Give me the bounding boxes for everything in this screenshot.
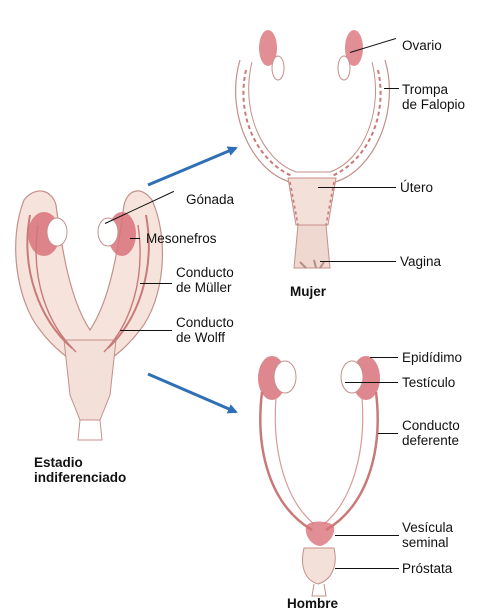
label-wolff-line1: Conducto	[176, 315, 234, 330]
label-mujer: Mujer	[290, 284, 326, 299]
leader-wolff	[120, 330, 172, 331]
label-vesicula-line2: seminal	[402, 535, 449, 550]
leader-deferente	[378, 433, 398, 434]
arrow-to-male	[148, 374, 236, 412]
prostate	[303, 548, 336, 584]
leader-vagina	[320, 261, 396, 262]
fallopian-tube-left	[243, 70, 292, 176]
label-gonada: Gónada	[186, 192, 234, 207]
leader-prostata	[335, 568, 399, 569]
label-trompa-line2: de Falopio	[402, 97, 465, 112]
seminal-vesicle	[306, 522, 334, 547]
testis-left	[274, 361, 296, 393]
label-estadio-line1: Estadio	[34, 455, 83, 470]
label-vesicula-line1: Vesícula	[402, 520, 453, 535]
label-ovario: Ovario	[402, 38, 442, 53]
label-vagina: Vagina	[400, 254, 441, 269]
label-muller-line1: Conducto	[176, 265, 234, 280]
male-drawing	[258, 356, 380, 596]
label-hombre: Hombre	[287, 596, 338, 611]
label-mesonefros: Mesonefros	[146, 231, 217, 246]
leader-testiculo	[345, 382, 398, 383]
label-prostata: Próstata	[402, 561, 452, 576]
label-utero: Útero	[400, 180, 433, 195]
label-estadio-line2: indiferenciado	[34, 470, 126, 485]
label-epididimo: Epidídimo	[402, 350, 462, 365]
fallopian-tube-right	[332, 70, 381, 176]
uterus	[288, 178, 336, 225]
vas-deferens-right	[326, 392, 378, 530]
label-testiculo: Testículo	[402, 375, 455, 390]
label-muller-line2: de Müller	[176, 280, 232, 295]
leader-mesonefros	[130, 238, 140, 239]
label-trompa-line1: Trompa	[402, 82, 448, 97]
female-drawing	[236, 30, 390, 268]
leader-epididimo	[370, 357, 398, 358]
vas-deferens-left	[260, 392, 312, 530]
arrow-to-female	[148, 148, 236, 185]
indifferent-stage-drawing	[16, 191, 163, 440]
testis-right	[341, 361, 363, 393]
leader-muller	[140, 283, 172, 284]
label-deferente-line1: Conducto	[402, 418, 460, 433]
leader-trompa	[384, 88, 399, 89]
label-wolff-line2: de Wolff	[176, 330, 225, 345]
leader-utero	[318, 187, 396, 188]
leader-vesicula	[335, 535, 399, 536]
label-deferente-line2: deferente	[402, 433, 459, 448]
